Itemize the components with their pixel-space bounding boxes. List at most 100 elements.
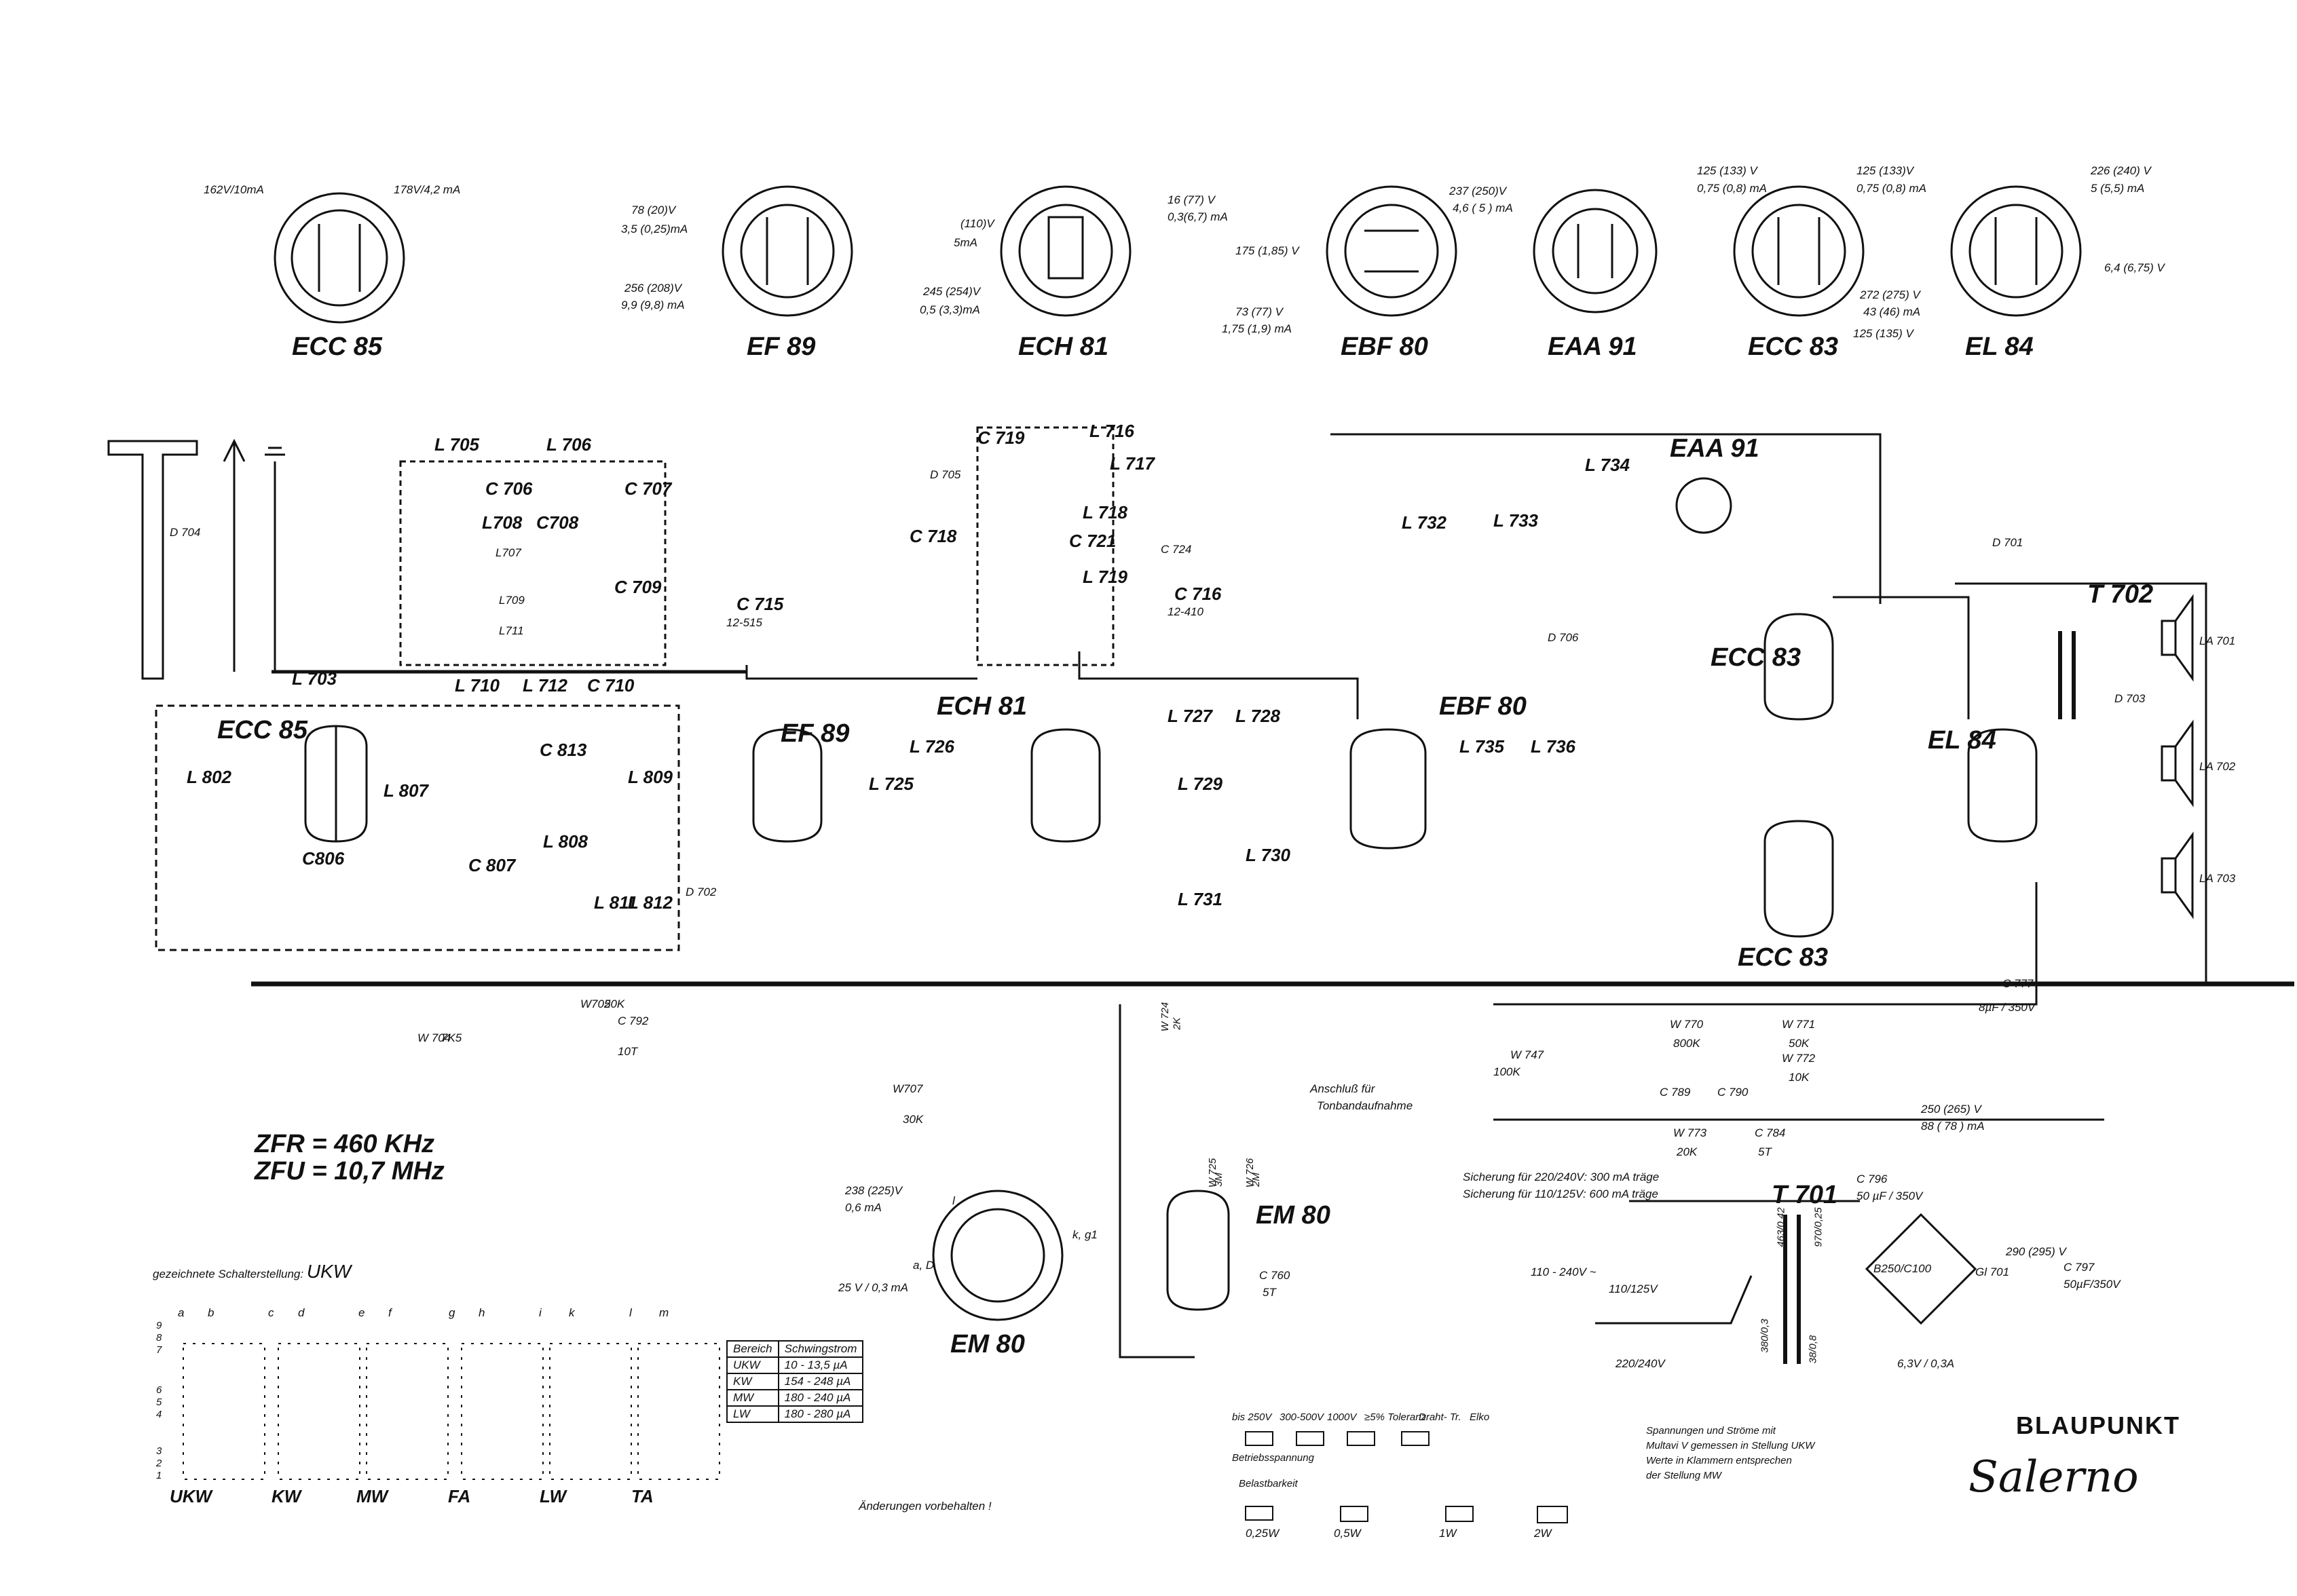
table-header: Bereich bbox=[726, 1340, 779, 1358]
label-eaa91: EAA 91 bbox=[1670, 434, 1759, 463]
label-l705: L 705 bbox=[434, 434, 480, 455]
legend-voltage-item: ≥5% Toleranz bbox=[1364, 1411, 1427, 1423]
if-frequency-am: ZFR = 460 KHz bbox=[255, 1130, 435, 1158]
fm-tuner-block bbox=[155, 704, 680, 951]
label-w770-value: 800K bbox=[1673, 1037, 1700, 1050]
tube-ef89-main bbox=[752, 728, 823, 843]
switch-mode-label: UKW bbox=[170, 1486, 212, 1506]
tube-em80-main bbox=[1166, 1190, 1230, 1311]
label-c790: C 790 bbox=[1717, 1086, 1749, 1099]
ecc83-voltage-2: 125 (133)V bbox=[1856, 164, 1914, 177]
output-transformer bbox=[2058, 631, 2076, 719]
switch-row-number: 7 bbox=[156, 1344, 162, 1356]
tube-name-eaa91: EAA 91 bbox=[1548, 332, 1637, 361]
label-w773: W 773 bbox=[1673, 1126, 1707, 1139]
label-w771: W 771 bbox=[1782, 1018, 1816, 1031]
legend-voltage-item: Elko bbox=[1470, 1411, 1490, 1423]
tube-name-ef89: EF 89 bbox=[747, 332, 816, 361]
switch-row-number: 4 bbox=[156, 1409, 162, 1420]
switch-row-number: 5 bbox=[156, 1396, 162, 1408]
wire-af bbox=[1833, 596, 1970, 719]
label-l812: L 812 bbox=[628, 892, 673, 913]
switch-contact-letter: h bbox=[479, 1306, 485, 1319]
label-l734: L 734 bbox=[1585, 455, 1630, 475]
tube-eaa91-main bbox=[1675, 477, 1732, 534]
speaker-la701 bbox=[2161, 594, 2194, 682]
label-c796-value: 50 µF / 350V bbox=[1856, 1190, 1923, 1202]
label-la702: LA 702 bbox=[2199, 760, 2236, 773]
ecc83-voltage-4: 125 (135) V bbox=[1853, 327, 1913, 340]
el84-voltage-1: 226 (240) V bbox=[2091, 164, 2151, 177]
legend-symbols bbox=[1245, 1431, 1568, 1523]
label-c718: C 718 bbox=[910, 526, 957, 546]
label-c777-value: 8µF / 350V bbox=[1979, 1001, 2036, 1014]
label-supply-current: 88 ( 78 ) mA bbox=[1921, 1120, 1985, 1133]
label-c813: C 813 bbox=[540, 740, 587, 760]
label-l709: L709 bbox=[499, 594, 525, 607]
band-cell: MW bbox=[726, 1389, 779, 1407]
ech81-current-2: 0,3(6,7) mA bbox=[1168, 210, 1228, 223]
ecc83-voltage-3: 272 (275) V bbox=[1860, 288, 1920, 301]
label-d706: D 706 bbox=[1548, 631, 1579, 644]
label-w772-value: 10K bbox=[1789, 1071, 1810, 1084]
label-l808: L 808 bbox=[543, 831, 589, 852]
model-signature: Salerno bbox=[1968, 1452, 2139, 1502]
switch-row-number: 9 bbox=[156, 1320, 162, 1331]
label-gl701: Gl 701 bbox=[1975, 1266, 2010, 1278]
legend-load-item: 0,5W bbox=[1334, 1527, 1361, 1540]
label-c721: C 721 bbox=[1069, 531, 1117, 551]
label-w707: W707 bbox=[893, 1082, 923, 1095]
label-ecc85: ECC 85 bbox=[217, 716, 308, 744]
label-l802: L 802 bbox=[187, 767, 232, 787]
ebf80-current-2: 1,75 (1,9) mA bbox=[1222, 322, 1292, 335]
label-w772: W 772 bbox=[1782, 1052, 1816, 1065]
ef89-voltage-2: 256 (208)V bbox=[624, 282, 682, 294]
em80-voltage-1: 238 (225)V bbox=[845, 1184, 903, 1197]
label-c807: C 807 bbox=[468, 855, 516, 875]
label-l711: L711 bbox=[499, 624, 524, 637]
ebf80-current-1: 4,6 ( 5 ) mA bbox=[1453, 202, 1513, 214]
tube-symbol-ebf80-top bbox=[1326, 185, 1457, 317]
legend-voltage-item: 300-500V bbox=[1280, 1411, 1324, 1423]
label-c706: C 706 bbox=[485, 478, 533, 499]
label-w747: W 747 bbox=[1510, 1048, 1544, 1061]
label-c724: C 724 bbox=[1161, 543, 1192, 556]
label-l809: L 809 bbox=[628, 767, 673, 787]
legend-load-item: 0,25W bbox=[1246, 1527, 1280, 1540]
measurement-note-line: der Stellung MW bbox=[1646, 1470, 1721, 1481]
ef89-current-1: 3,5 (0,25)mA bbox=[621, 223, 688, 235]
label-c710: C 710 bbox=[587, 675, 635, 696]
label-rectifier: B250/C100 bbox=[1873, 1262, 1932, 1275]
label-l710: L 710 bbox=[455, 675, 500, 696]
switch-row-number: 8 bbox=[156, 1332, 162, 1344]
switch-mode-label: MW bbox=[356, 1486, 388, 1506]
label-c719: C 719 bbox=[977, 428, 1025, 448]
ech81-current-3: 0,5 (3,3)mA bbox=[920, 303, 980, 316]
label-winding-2: 970/0,25 bbox=[1812, 1207, 1825, 1247]
label-l717: L 717 bbox=[1110, 453, 1155, 474]
switch-contact-letter: i bbox=[539, 1306, 542, 1319]
label-w707-value: 30K bbox=[903, 1113, 924, 1126]
band-cell: LW bbox=[726, 1405, 779, 1423]
label-w726-value: 2M bbox=[1250, 1173, 1262, 1187]
label-c709: C 709 bbox=[614, 577, 662, 597]
tube-ecc83-upper bbox=[1763, 613, 1834, 721]
label-d701: D 701 bbox=[1992, 536, 2023, 549]
ebf80-voltage-3: 73 (77) V bbox=[1235, 305, 1283, 318]
label-c797-value: 50µF/350V bbox=[2063, 1278, 2121, 1291]
switch-contact-letter: b bbox=[208, 1306, 214, 1319]
label-l811: L 811 bbox=[594, 892, 638, 913]
tube-name-ecc83: ECC 83 bbox=[1748, 332, 1839, 361]
tube-name-ebf80: EBF 80 bbox=[1341, 332, 1428, 361]
tube-ech81-main bbox=[1030, 728, 1101, 843]
label-l735: L 735 bbox=[1459, 736, 1505, 757]
label-ecc83-lower: ECC 83 bbox=[1738, 943, 1829, 972]
label-em80-main: EM 80 bbox=[1256, 1201, 1330, 1230]
label-d705: D 705 bbox=[930, 468, 961, 481]
